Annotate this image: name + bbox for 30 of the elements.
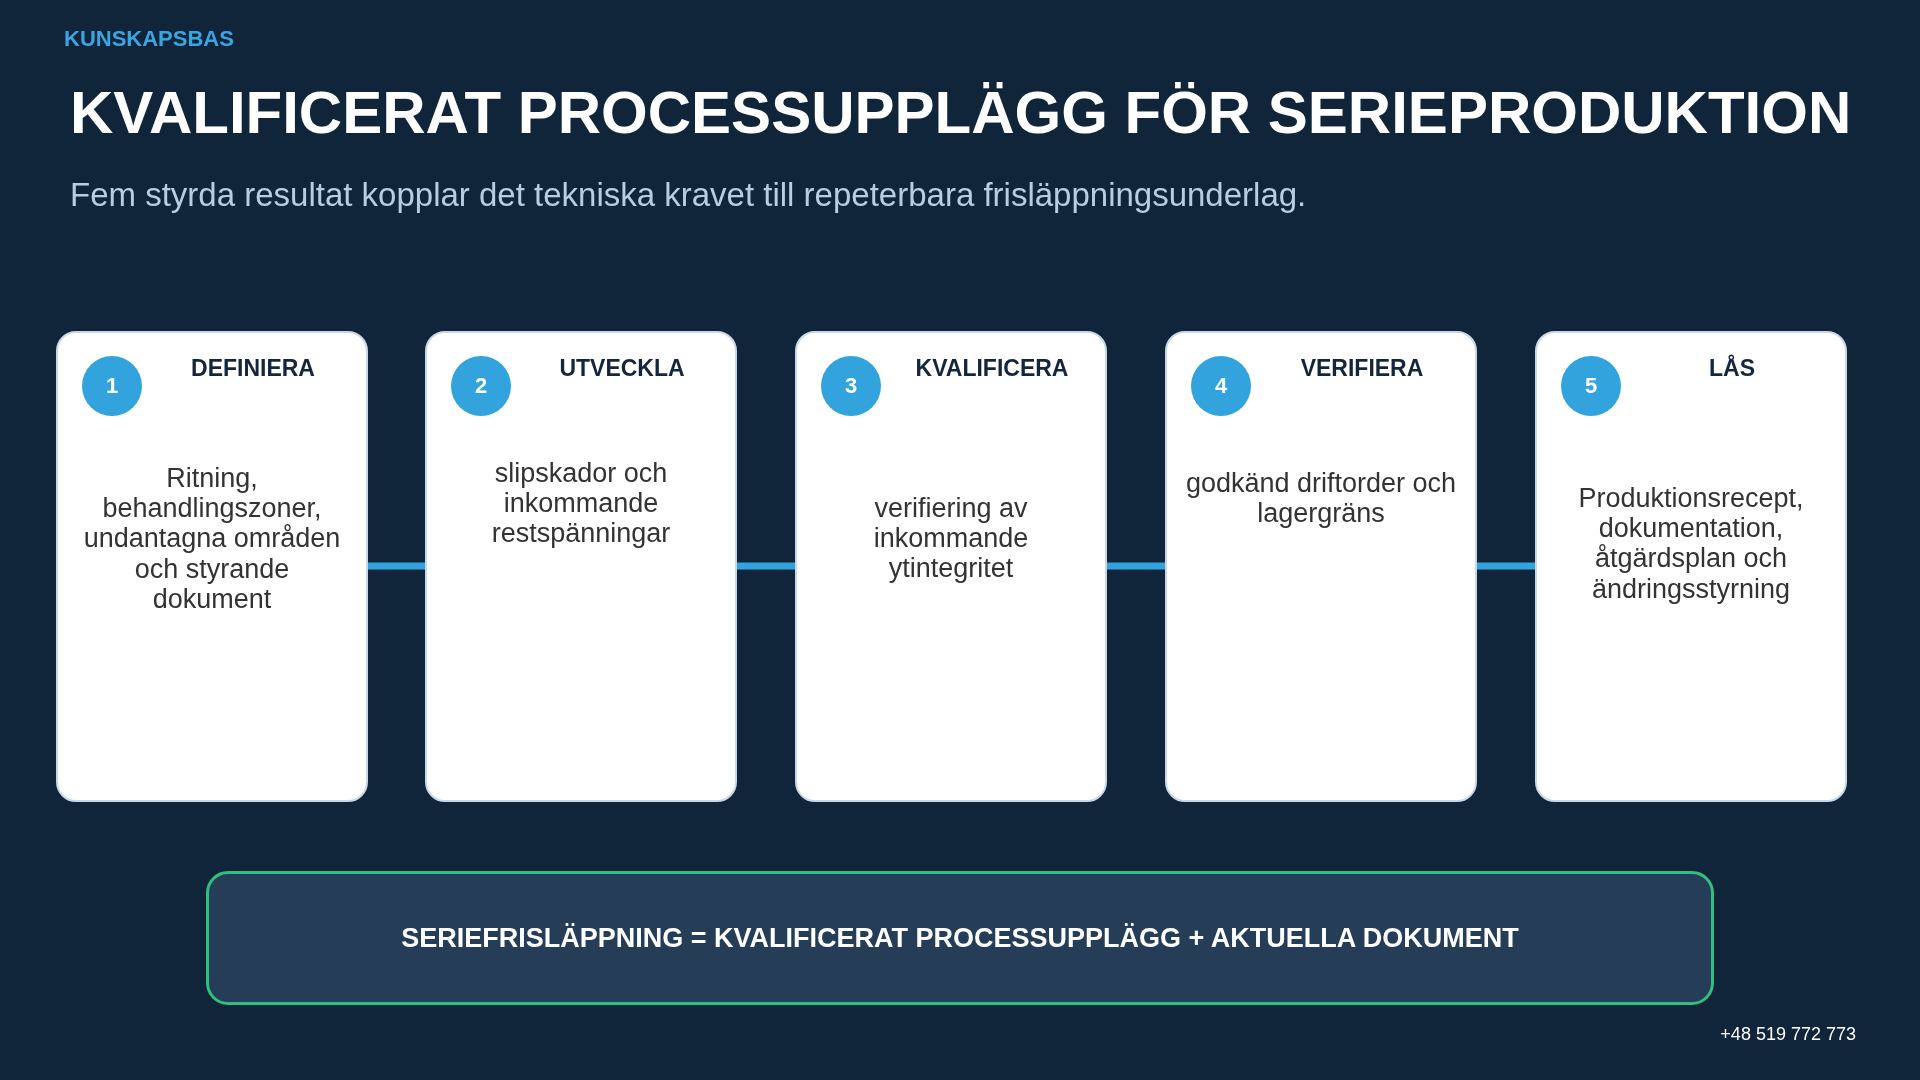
step-number: 4	[1191, 356, 1251, 416]
summary-banner	[206, 871, 1714, 1005]
section-label: KUNSKAPSBAS	[64, 26, 234, 52]
step-description: Ritning, behandlingszoner, undantagna områden och styrande dokument	[82, 463, 342, 615]
connector-line	[368, 562, 425, 570]
connector-line	[1107, 562, 1165, 570]
step-number: 5	[1561, 356, 1621, 416]
step-description: Produktionsrecept, dokumentation, åtgärdsplan och ändringsstyrning	[1577, 483, 1805, 604]
step-description: godkänd driftorder och lagergräns	[1184, 468, 1458, 529]
step-card	[56, 331, 368, 802]
step-description: verifiering av inkommande ytintegritet	[872, 493, 1030, 584]
step-card	[795, 331, 1107, 802]
step-card	[425, 331, 737, 802]
step-heading: LÅS	[1708, 355, 1756, 382]
title: KVALIFICERAT PROCESSUPPLÄGG FÖR SERIEPRODUKTION	[70, 78, 1852, 147]
step-heading: VERIFIERA	[1299, 355, 1425, 382]
step-number: 3	[821, 356, 881, 416]
connector-line	[1477, 562, 1535, 570]
connector-line	[737, 562, 795, 570]
step-heading: DEFINIERA	[190, 355, 316, 382]
phone-number: +48 519 772 773	[1720, 1024, 1856, 1045]
step-heading: KVALIFICERA	[914, 355, 1070, 382]
step-description: slipskador och inkommande restspänningar	[490, 458, 672, 549]
summary-text: SERIEFRISLÄPPNING = KVALIFICERAT PROCESSUPPLÄGG + AKTUELLA DOKUMENT	[401, 922, 1519, 954]
step-card	[1165, 331, 1477, 802]
step-number: 2	[451, 356, 511, 416]
step-number: 1	[82, 356, 142, 416]
step-heading: UTVECKLA	[558, 355, 686, 382]
subtitle: Fem styrda resultat kopplar det tekniska kravet till repeterbara frisläppningsunderlag.	[70, 176, 1307, 214]
step-card	[1535, 331, 1847, 802]
